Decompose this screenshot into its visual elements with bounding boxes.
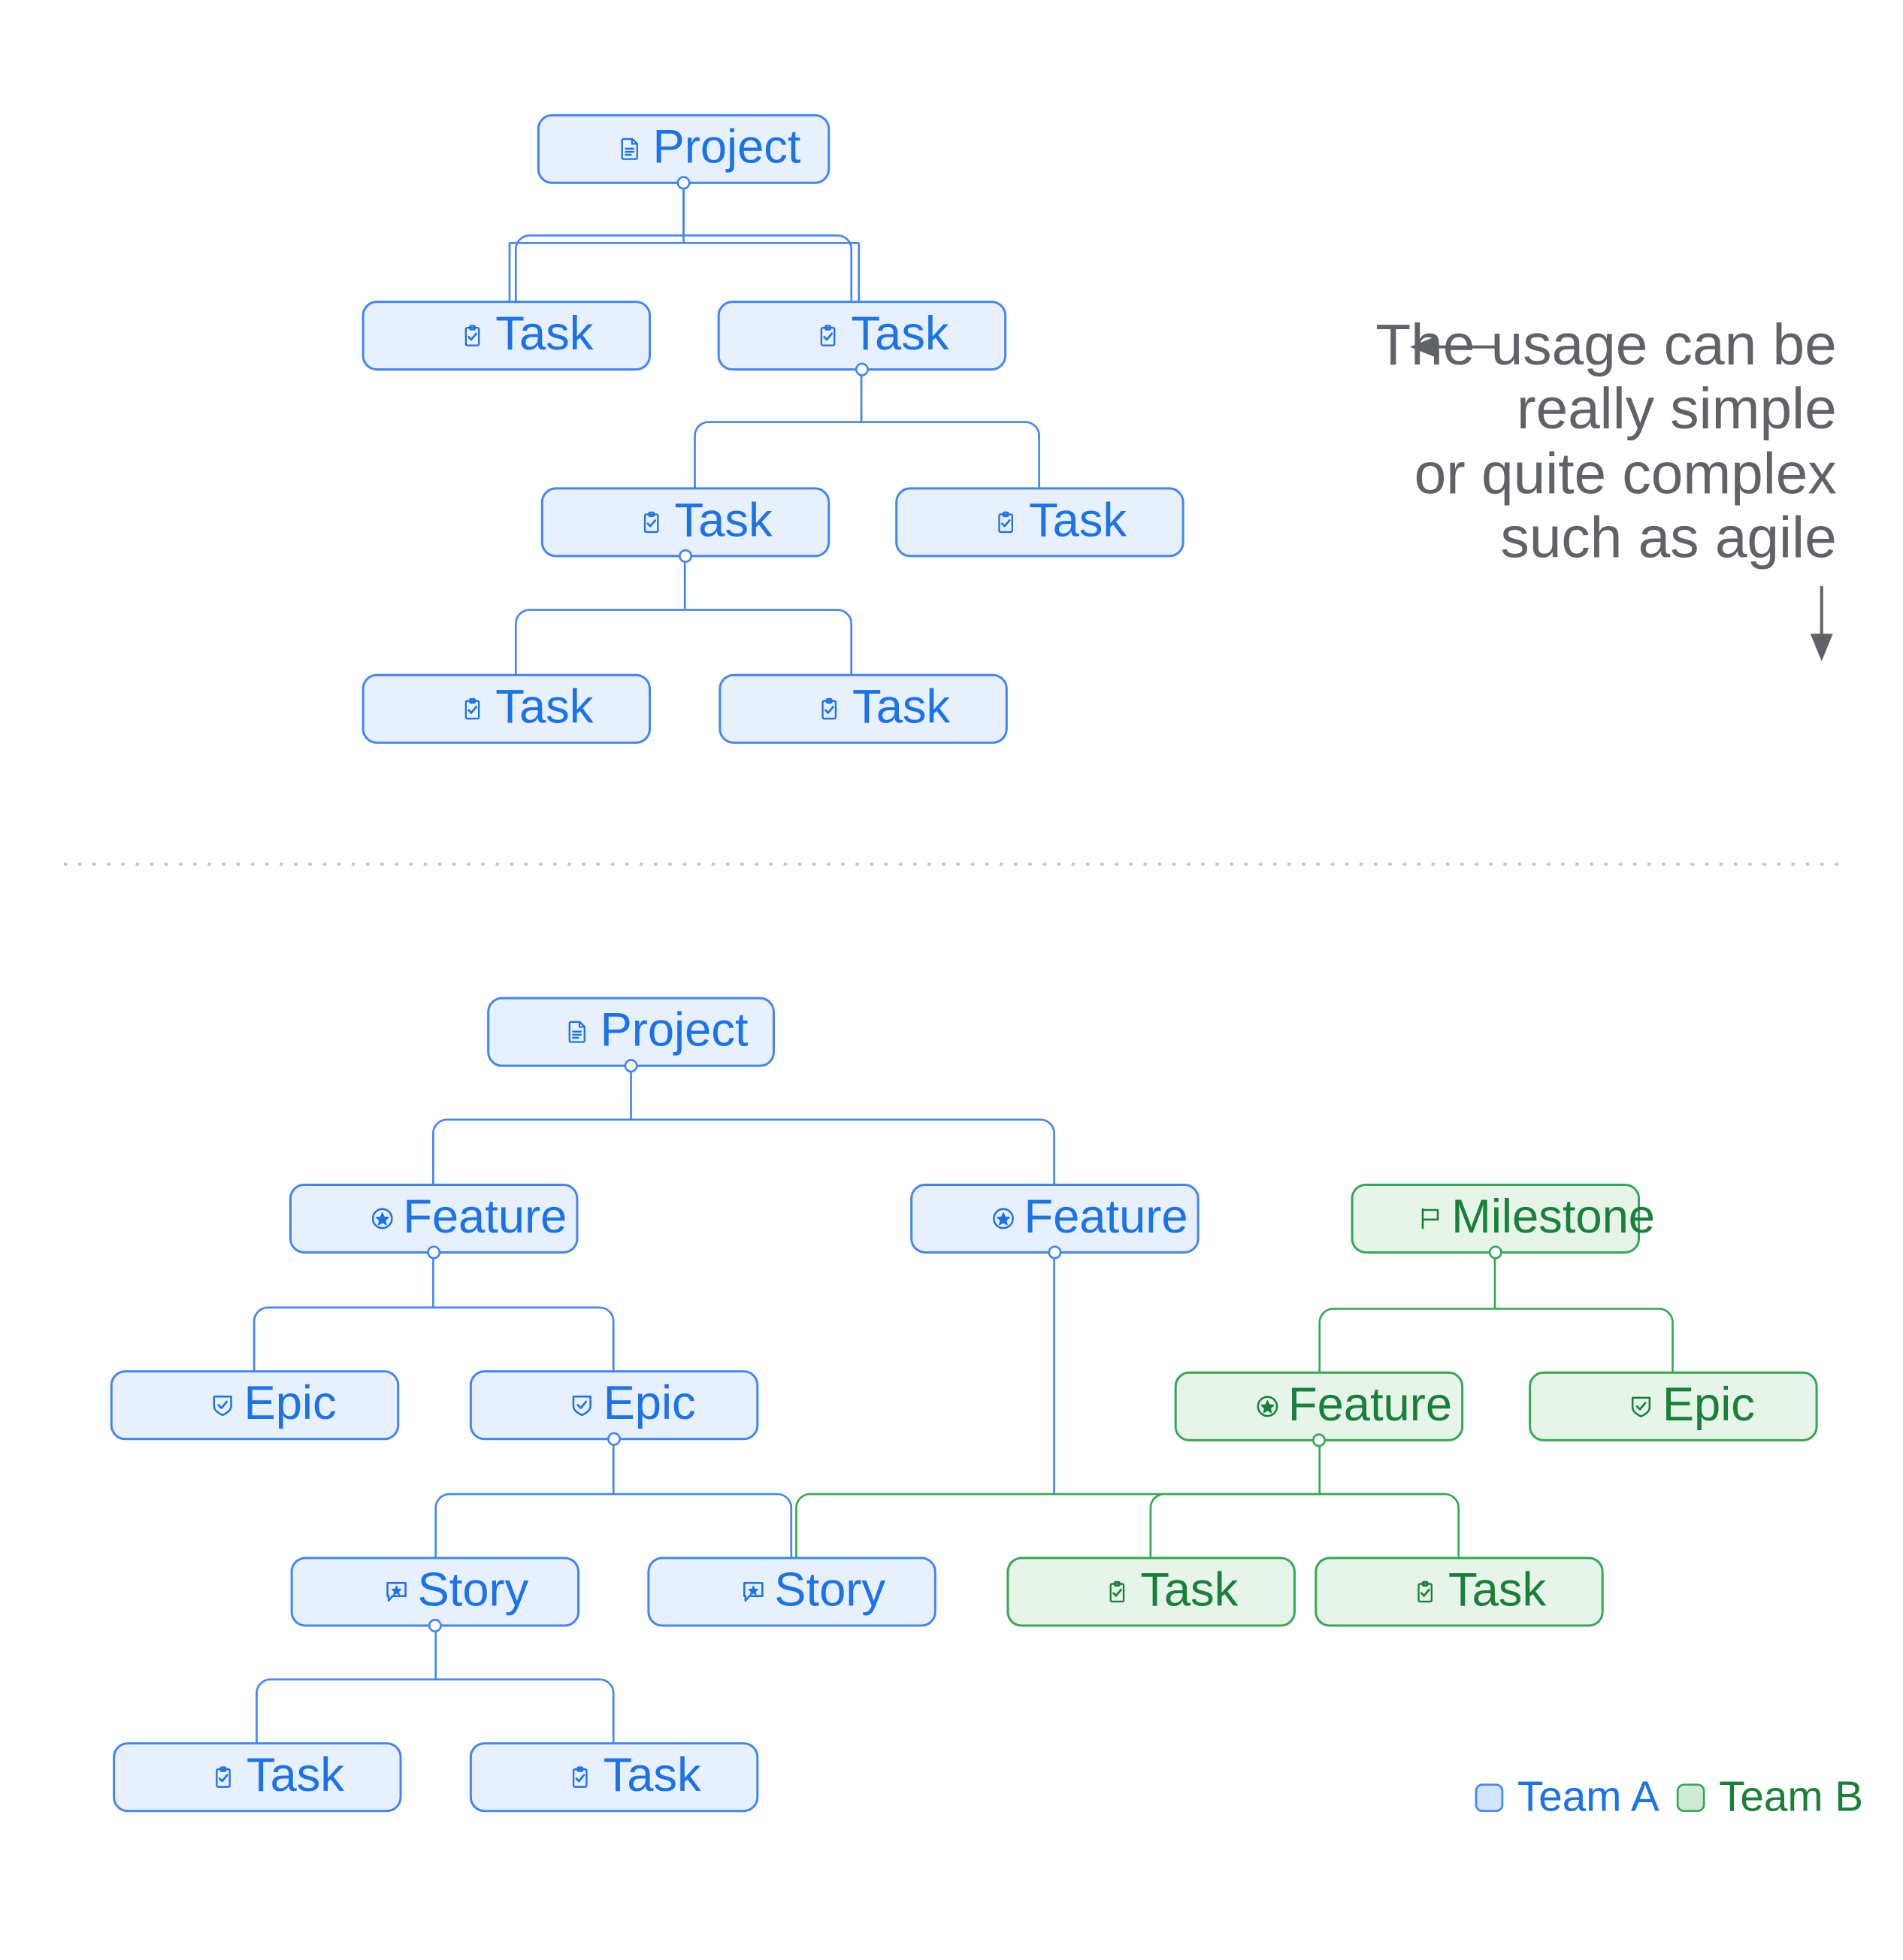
diagram-node-task[interactable]: Task (362, 301, 652, 371)
diagram-node-task[interactable]: Task (113, 1742, 402, 1813)
legend-label-team-a: Team A (1517, 1774, 1659, 1821)
node-box (110, 1370, 400, 1441)
node-box (113, 1742, 402, 1813)
node-box (469, 1742, 759, 1813)
diagram-node-epic[interactable]: Epic (1529, 1371, 1818, 1441)
legend-item-team-a[interactable]: Team A (1475, 1774, 1659, 1821)
node-label: Epic (1662, 1378, 1755, 1431)
node-label: Task (1448, 1563, 1546, 1616)
node-label: Feature (1024, 1190, 1187, 1243)
node-label: Task (852, 681, 950, 733)
legend-swatch-team-a (1475, 1783, 1504, 1813)
feature-icon (993, 1208, 1014, 1230)
node-connector-port[interactable] (1488, 1245, 1502, 1260)
diagram-node-task[interactable]: Task (469, 1742, 759, 1813)
down-arrow-icon (1810, 585, 1833, 661)
node-label: Feature (1288, 1378, 1452, 1431)
node-connector-port[interactable] (1048, 1245, 1062, 1260)
diagram-node-task[interactable]: Task (717, 301, 1007, 377)
diagram-node-task[interactable]: Task (540, 487, 830, 563)
annotation-block: The usage can be really simple or quite … (1375, 313, 1837, 661)
diagram-node-feature[interactable]: Feature (910, 1183, 1200, 1260)
annotation-line-4: such as agile (1501, 507, 1837, 570)
node-connector-port[interactable] (1312, 1433, 1326, 1447)
simple-tree-edges (508, 183, 1040, 676)
diagram-node-story[interactable]: Story (290, 1556, 580, 1633)
legend-label-team-b: Team B (1719, 1774, 1863, 1821)
node-label: Task (1029, 494, 1127, 546)
node-box (362, 673, 652, 744)
node-box (1529, 1371, 1818, 1441)
node-label: Story (418, 1563, 529, 1616)
node-box (362, 301, 652, 371)
node-label: Task (247, 1749, 344, 1801)
node-box (647, 1556, 936, 1627)
diagram-node-task[interactable]: Task (1006, 1556, 1296, 1627)
story-icon (386, 1581, 407, 1602)
node-label: Task (851, 307, 948, 360)
node-connector-port[interactable] (676, 176, 691, 190)
legend-item-team-b[interactable]: Team B (1676, 1774, 1863, 1821)
node-connector-port[interactable] (679, 549, 693, 563)
legend-swatch-team-b (1676, 1783, 1705, 1813)
annotation-line-1: The usage can be (1375, 313, 1836, 377)
diagram-node-milestone[interactable]: Milestone (1351, 1183, 1655, 1260)
node-label: Project (601, 1004, 749, 1057)
diagram-node-story[interactable]: Story (647, 1556, 936, 1627)
node-box (1315, 1556, 1604, 1627)
node-connector-port[interactable] (607, 1432, 622, 1446)
annotation-line-2: really simple (1517, 377, 1837, 441)
agile-tree-edges (253, 1066, 1674, 1744)
story-icon (743, 1581, 764, 1602)
node-connector-port[interactable] (427, 1245, 441, 1260)
diagram-node-task[interactable]: Task (362, 673, 652, 744)
node-label: Task (495, 307, 593, 360)
diagram-node-feature[interactable]: Feature (1174, 1371, 1464, 1447)
diagram-node-project[interactable]: Project (537, 113, 830, 190)
left-arrow-icon (1409, 337, 1498, 357)
node-label: Epic (604, 1377, 696, 1429)
node-connector-port[interactable] (855, 362, 869, 377)
node-label: Task (675, 494, 773, 546)
legend: Team A Team B (1475, 1774, 1863, 1821)
node-label: Project (653, 121, 801, 174)
diagram-node-task[interactable]: Task (1315, 1556, 1604, 1627)
node-label: Story (774, 1563, 885, 1616)
diagram-node-epic[interactable]: Epic (110, 1370, 400, 1441)
diagram-node-project[interactable]: Project (487, 997, 775, 1073)
node-connector-port[interactable] (428, 1619, 442, 1633)
node-label: Feature (403, 1190, 567, 1243)
node-label: Task (604, 1749, 701, 1801)
diagram-node-task[interactable]: Task (719, 673, 1008, 744)
diagram-node-task[interactable]: Task (895, 487, 1184, 558)
diagram-node-epic[interactable]: Epic (469, 1370, 759, 1446)
milestone-icon (1421, 1208, 1439, 1230)
node-label: Task (1140, 1563, 1238, 1616)
node-label: Task (495, 681, 593, 733)
node-connector-port[interactable] (624, 1059, 638, 1073)
node-label: Epic (244, 1377, 336, 1429)
node-box (895, 487, 1184, 558)
feature-icon (1257, 1396, 1278, 1417)
node-box (719, 673, 1008, 744)
node-box (1006, 1556, 1296, 1627)
node-label: Milestone (1451, 1190, 1655, 1243)
feature-icon (371, 1208, 393, 1230)
annotation-line-3: or quite complex (1414, 443, 1837, 507)
diagram-node-feature[interactable]: Feature (289, 1183, 579, 1260)
